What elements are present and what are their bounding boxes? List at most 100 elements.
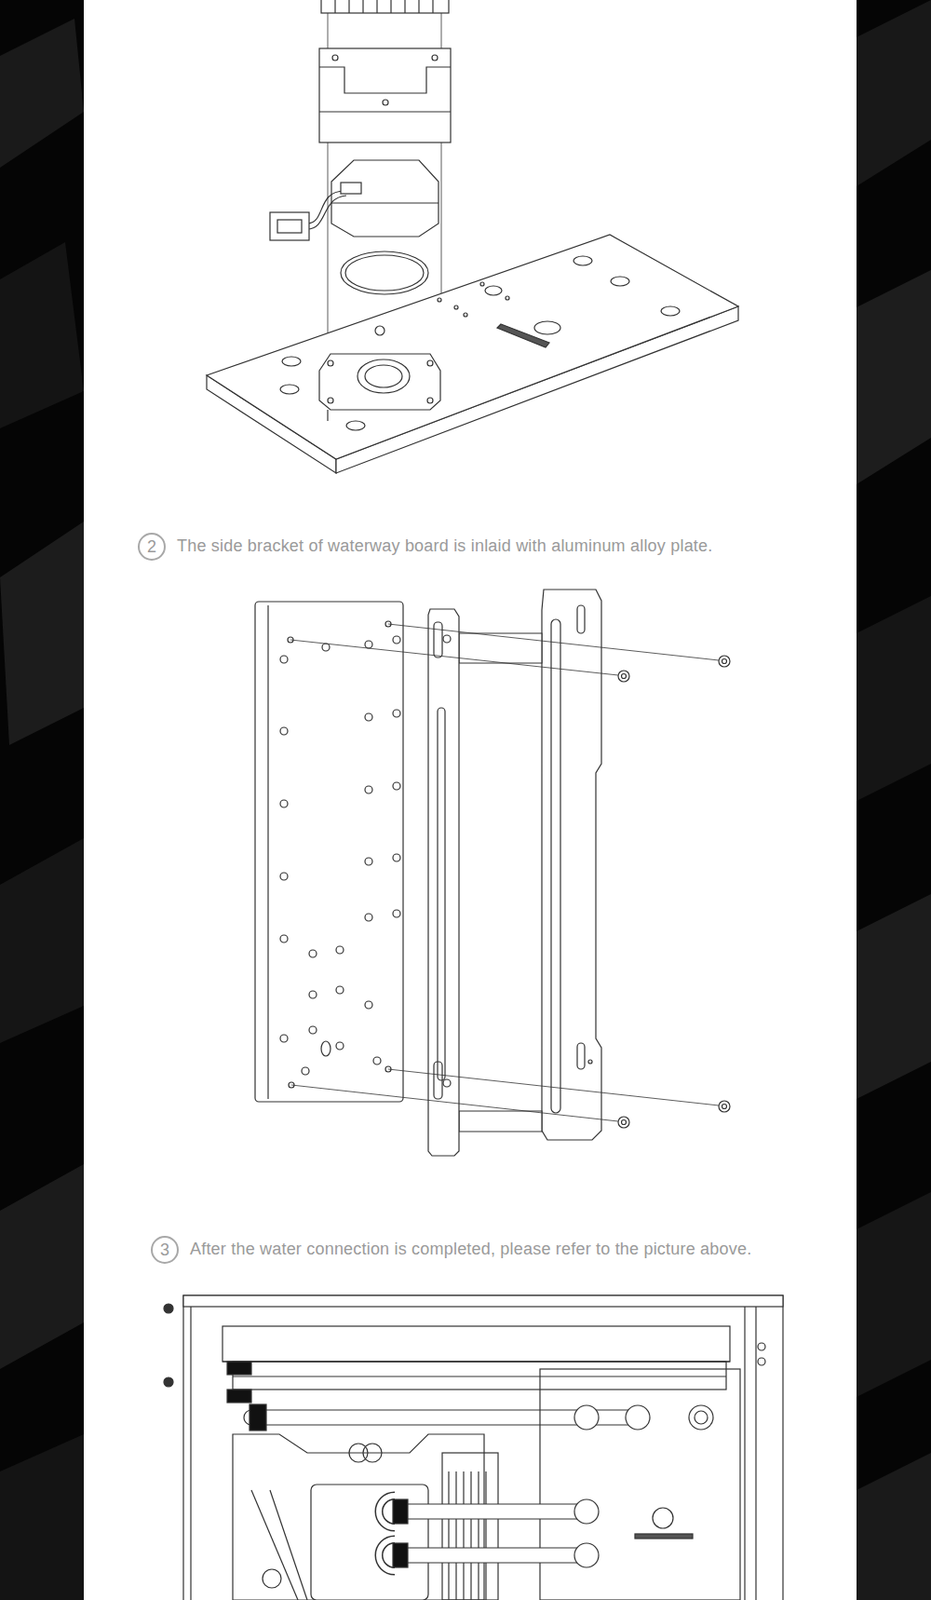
line-shape — [485, 1470, 486, 1600]
rect-shape — [255, 601, 404, 1102]
ellipse-shape — [610, 276, 630, 286]
circle-shape — [574, 1498, 599, 1524]
circle-shape — [382, 99, 389, 106]
circle-shape — [332, 54, 338, 61]
circle-shape — [309, 990, 317, 999]
line-shape — [388, 623, 719, 661]
polyline-shape — [319, 67, 451, 94]
rect-shape — [321, 0, 449, 14]
bracket-exploded-view — [255, 589, 730, 1156]
rect-shape — [433, 621, 443, 658]
circle-shape — [392, 709, 401, 717]
circle-shape — [163, 1303, 174, 1313]
circle-shape — [327, 360, 334, 366]
circle-shape — [322, 643, 330, 651]
circle-shape — [375, 325, 385, 336]
circle-shape — [364, 1000, 373, 1009]
path-shape — [307, 195, 347, 230]
ellipse-shape — [345, 255, 424, 291]
circle-shape — [163, 1376, 174, 1387]
circle-shape — [349, 1443, 368, 1462]
line-shape — [390, 0, 392, 14]
circle-shape — [392, 853, 401, 862]
path-shape — [458, 633, 542, 1132]
rect-shape — [340, 182, 362, 194]
circle-shape — [463, 312, 468, 317]
circle-shape — [364, 713, 373, 721]
circle-shape — [757, 1342, 766, 1350]
circle-shape — [280, 655, 288, 663]
step-note: The side bracket of waterway board is in… — [176, 536, 713, 557]
polygon-shape — [206, 234, 739, 459]
board-holes — [280, 620, 401, 1088]
line-shape — [348, 0, 350, 14]
line-shape — [462, 1470, 464, 1600]
callout-number: 2 — [137, 532, 166, 561]
callout-number: 3 — [150, 1235, 179, 1264]
pump-exploded-view — [206, 0, 739, 473]
case-assembly-view — [163, 1295, 783, 1600]
rect-shape — [394, 1547, 587, 1563]
circle-shape — [574, 1542, 599, 1567]
rect-shape — [392, 1498, 408, 1524]
circle-shape — [363, 1443, 382, 1462]
line-shape — [189, 1306, 191, 1600]
line-shape — [331, 202, 439, 203]
circle-shape — [364, 857, 373, 865]
circle-shape — [652, 1507, 674, 1528]
circle-shape — [688, 1404, 714, 1430]
polygon-shape — [331, 160, 439, 237]
polygon-shape — [0, 242, 84, 429]
circle-shape — [327, 397, 334, 404]
rect-shape — [551, 619, 561, 1113]
circle-shape — [443, 634, 451, 643]
ellipse-shape — [364, 364, 403, 388]
ellipse-shape — [321, 1040, 331, 1056]
polygon-shape — [856, 1191, 931, 1397]
rect-shape — [577, 1042, 585, 1069]
ellipse-shape — [357, 359, 410, 393]
polygon-shape — [319, 353, 441, 410]
polygon-shape — [856, 893, 931, 1099]
polygon-shape — [0, 18, 84, 168]
rect-shape — [227, 1389, 252, 1403]
rect-shape — [319, 48, 451, 143]
polygon-shape — [856, 595, 931, 801]
circle-shape — [364, 640, 373, 648]
circle-shape — [364, 913, 373, 921]
circle-shape — [757, 1357, 766, 1365]
line-shape — [388, 1068, 719, 1106]
line-shape — [418, 0, 419, 14]
line-shape — [326, 409, 328, 421]
circle-shape — [480, 282, 485, 286]
polygon-shape — [856, 269, 931, 485]
circle-shape — [336, 945, 344, 954]
path-shape — [307, 190, 345, 224]
ellipse-shape — [534, 321, 561, 335]
rect-shape — [634, 1533, 693, 1539]
circle-shape — [309, 949, 317, 958]
circle-shape — [722, 1104, 728, 1109]
circle-shape — [694, 1410, 708, 1424]
line-shape — [755, 1306, 756, 1600]
circle-shape — [621, 674, 627, 679]
line-shape — [334, 0, 336, 14]
rect-shape — [222, 1325, 730, 1362]
polygon-shape — [856, 0, 931, 187]
circle-shape — [280, 934, 288, 943]
circle-shape — [280, 727, 288, 735]
line-shape — [431, 0, 433, 14]
circle-shape — [427, 397, 433, 404]
circle-shape — [718, 655, 730, 667]
polygon-shape — [0, 1163, 84, 1369]
circle-shape — [364, 785, 373, 794]
line-shape — [362, 0, 364, 14]
circle-shape — [621, 1119, 627, 1125]
circle-shape — [443, 1079, 451, 1087]
rect-shape — [277, 219, 302, 233]
circle-shape — [373, 1056, 381, 1065]
circle-shape — [392, 909, 401, 918]
callout-text: 2 — [147, 538, 157, 555]
